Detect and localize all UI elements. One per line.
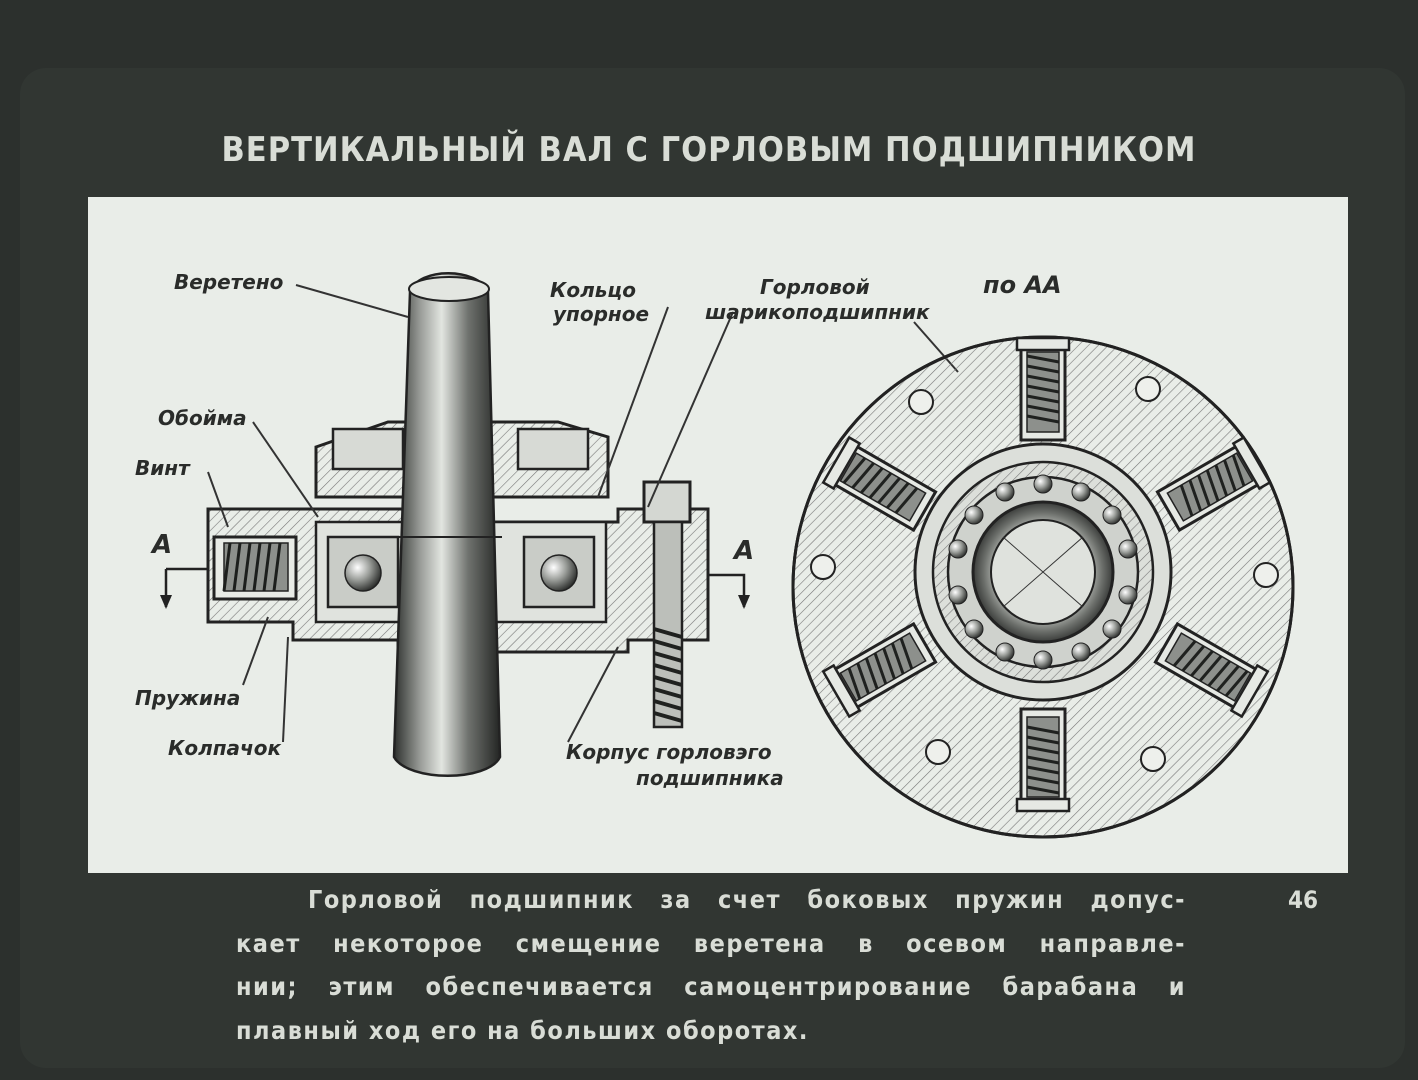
label-cap: Колпачок xyxy=(168,736,282,760)
label-thrust-ring-2: упорное xyxy=(553,302,649,326)
label-housing-2: подшипника xyxy=(636,766,784,790)
slide-title: ВЕРТИКАЛЬНЫЙ ВАЛ С ГОРЛОВЫМ ПОДШИПНИКОМ xyxy=(221,130,1197,170)
label-neck-bearing-2: шарикоподшипник xyxy=(705,300,930,324)
label-housing-1: Корпус горловэго xyxy=(566,740,772,764)
caption-line-2: кает некоторое смещение веретена в осево… xyxy=(236,928,1186,958)
caption-line-1: Горловой подшипник за счет боковых пружи… xyxy=(308,885,1186,914)
label-cage: Обойма xyxy=(158,406,247,430)
slide-caption: Горловой подшипник за счет боковых пружи… xyxy=(236,878,1186,1052)
side-section-view xyxy=(160,272,750,777)
bearing-diagram: Веретено Кольцо упорное Горловой шарикоп… xyxy=(135,270,1295,839)
label-section-a-left: А xyxy=(150,530,172,560)
diagram-panel: Веретено Кольцо упорное Горловой шарикоп… xyxy=(88,197,1348,873)
label-spindle: Веретено xyxy=(174,270,284,294)
page-number: 46 xyxy=(1288,886,1319,914)
caption-line-4: плавный ход его на больших оборотах. xyxy=(236,1015,809,1045)
cross-section-view xyxy=(791,335,1295,839)
label-section-aa: по АА xyxy=(983,271,1062,299)
label-spring: Пружина xyxy=(135,686,240,710)
caption-line-3: нии; этим обеспечивается самоцентрирован… xyxy=(236,972,1186,1001)
label-neck-bearing-1: Горловой xyxy=(760,275,870,299)
label-screw: Винт xyxy=(135,456,191,480)
label-section-a-right: А xyxy=(732,536,754,566)
label-thrust-ring-1: Кольцо xyxy=(550,278,636,302)
leader-lines xyxy=(207,284,959,743)
